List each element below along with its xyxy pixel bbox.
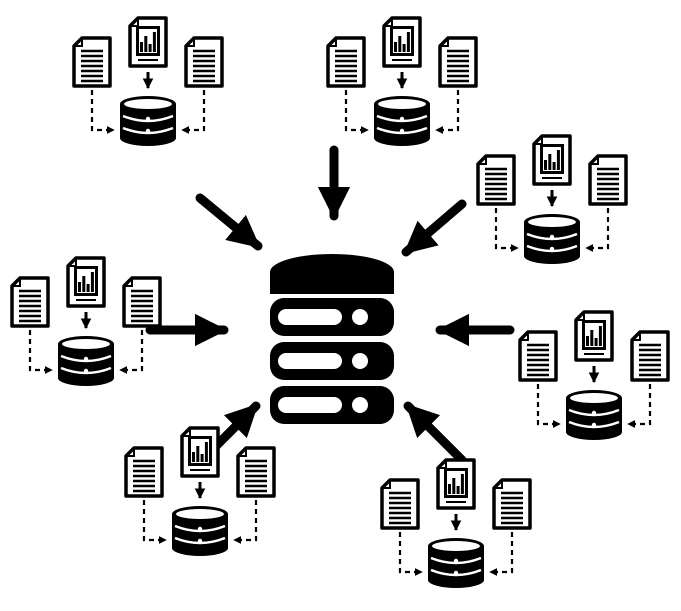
- document-icon: [518, 330, 558, 382]
- dashed-connector-right: [627, 384, 652, 428]
- dashed-connector-left: [398, 532, 423, 576]
- document-icon: [588, 154, 628, 206]
- dashed-connector-right: [119, 330, 144, 374]
- cluster-top-center: [326, 16, 478, 146]
- document-icon: [326, 36, 366, 88]
- database-icon: [566, 390, 622, 440]
- bar-chart-document-icon: [128, 16, 168, 68]
- cluster-bottom-right: [380, 458, 532, 588]
- database-icon: [524, 214, 580, 264]
- dashed-connector-left: [344, 90, 369, 134]
- dashed-connector-right: [489, 532, 514, 576]
- bar-chart-document-icon: [436, 458, 476, 510]
- database-icon: [172, 506, 228, 556]
- bar-chart-document-icon: [382, 16, 422, 68]
- database-icon: [374, 96, 430, 146]
- bar-chart-document-icon: [66, 256, 106, 308]
- cluster-bottom-left: [124, 426, 276, 556]
- dashed-connector-left: [142, 500, 167, 544]
- bar-chart-document-icon: [574, 310, 614, 362]
- document-icon: [380, 478, 420, 530]
- cluster-top-left: [72, 16, 224, 146]
- document-icon: [124, 446, 164, 498]
- bar-chart-document-icon: [532, 134, 572, 186]
- database-icon: [58, 336, 114, 386]
- document-icon: [122, 276, 162, 328]
- document-icon: [630, 330, 670, 382]
- dashed-connector-left: [90, 90, 115, 134]
- database-icon: [428, 538, 484, 588]
- dashed-connector-right: [233, 500, 258, 544]
- cluster-left: [10, 256, 162, 386]
- document-icon: [10, 276, 50, 328]
- database-server-stack-icon: [270, 254, 394, 424]
- document-icon: [476, 154, 516, 206]
- dashed-connector-right: [181, 90, 206, 134]
- dashed-connector-left: [494, 208, 519, 252]
- arrow-right-upper-to-center: [401, 199, 467, 257]
- document-icon: [72, 36, 112, 88]
- bar-chart-document-icon: [180, 426, 220, 478]
- dashed-connector-right: [585, 208, 610, 252]
- arrow-bottom-right-to-center: [403, 401, 467, 465]
- database-icon: [120, 96, 176, 146]
- dashed-connector-left: [536, 384, 561, 428]
- cluster-right-upper: [476, 134, 628, 264]
- document-icon: [236, 446, 276, 498]
- dashed-connector-left: [28, 330, 53, 374]
- document-icon: [492, 478, 532, 530]
- dashed-connector-right: [435, 90, 460, 134]
- document-icon: [184, 36, 224, 88]
- satellite-clusters: [10, 16, 670, 588]
- cluster-right-lower: [518, 310, 670, 440]
- document-icon: [438, 36, 478, 88]
- arrow-top-left-to-center: [195, 193, 263, 251]
- central-database: [270, 254, 394, 424]
